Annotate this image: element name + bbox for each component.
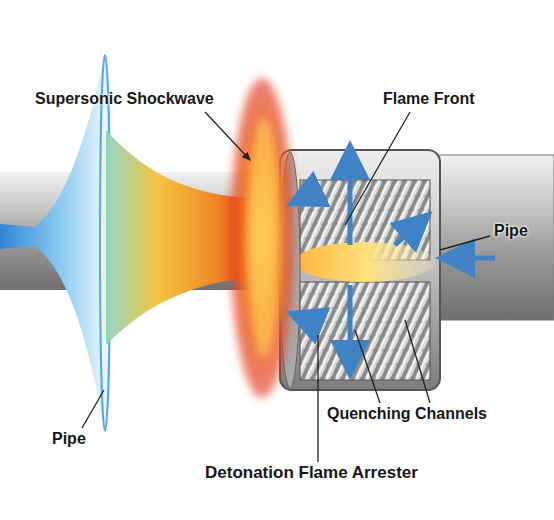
callout-label: Pipe: [52, 430, 86, 448]
outlet-pipe: [430, 155, 554, 320]
callout-label: Flame Front: [383, 90, 475, 108]
flame-disc: [230, 78, 294, 398]
flow-arrow: [395, 218, 425, 245]
flow-arrow: [295, 315, 320, 325]
callout-label: Pipe: [494, 222, 528, 240]
leader-line: [405, 320, 430, 403]
quenching-channel-band: [300, 282, 430, 380]
leader-lines: [82, 112, 490, 462]
flow-arrows: [295, 150, 495, 370]
leader-line: [317, 335, 318, 462]
flow-arrow: [445, 256, 495, 261]
arrester-housing: [280, 150, 440, 390]
shockwave-cone: [0, 55, 105, 432]
flame-core: [295, 242, 435, 282]
flame-funnel: [106, 130, 250, 345]
flame-glow: [248, 118, 280, 358]
flow-arrow: [348, 150, 353, 245]
callout-label: Detonation Flame Arrester: [205, 464, 418, 483]
flow-arrow: [348, 285, 353, 370]
callout-label: Quenching Channels: [327, 405, 487, 423]
leader-line: [82, 390, 104, 428]
leader-line: [440, 236, 490, 250]
flow-arrow: [295, 190, 320, 202]
leader-line: [205, 112, 250, 160]
leader-line: [355, 330, 380, 403]
leader-line: [345, 112, 410, 225]
callout-label: Supersonic Shockwave: [35, 90, 214, 108]
